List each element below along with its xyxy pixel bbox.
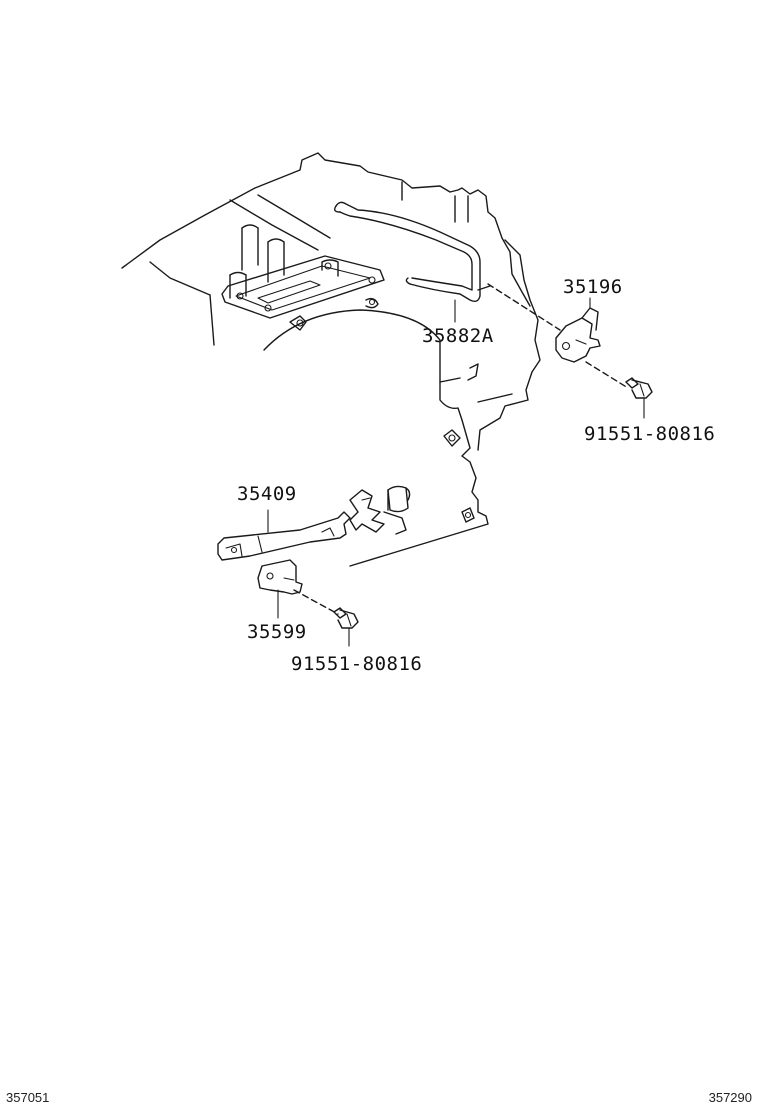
linkage-assembly	[349, 485, 411, 535]
part-label-35882a[interactable]: 35882A	[422, 325, 494, 347]
bolt-lower	[333, 607, 359, 647]
part-label-91551-80816-upper[interactable]: 91551-80816	[584, 423, 715, 445]
transmission-housing	[121, 152, 541, 567]
bracket-35196	[487, 283, 629, 389]
lever-35409	[217, 509, 351, 561]
part-label-35196[interactable]: 35196	[563, 276, 623, 298]
part-label-35409[interactable]: 35409	[237, 483, 297, 505]
tube-35882a	[333, 201, 481, 323]
part-label-35599[interactable]: 35599	[247, 621, 307, 643]
part-label-91551-80816-lower[interactable]: 91551-80816	[291, 653, 422, 675]
footer-right-code: 357290	[708, 1090, 752, 1105]
bolt-upper	[625, 377, 653, 419]
footer-left-code: 357051	[6, 1090, 50, 1105]
bracket-35599	[257, 559, 339, 619]
